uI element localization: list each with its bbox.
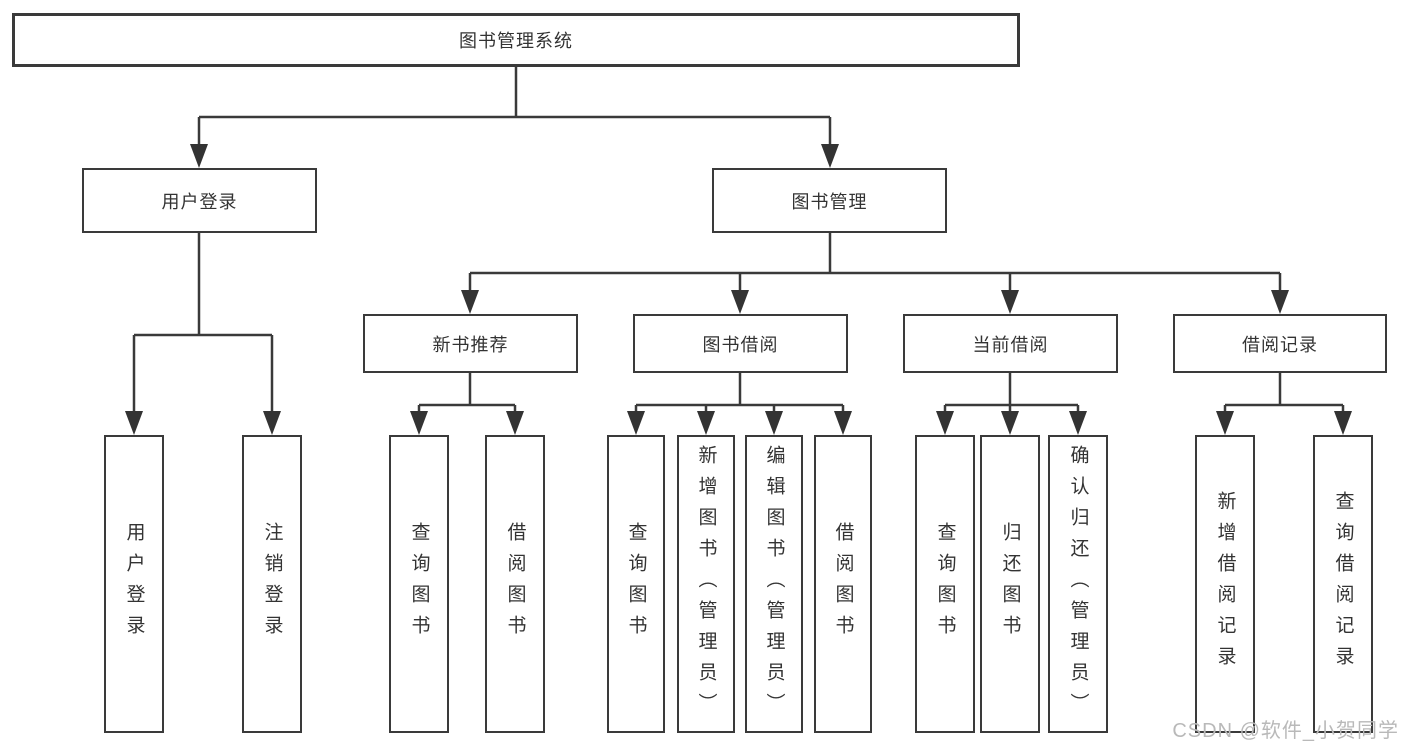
node-borrowing-records: 借阅记录 [1173, 314, 1387, 373]
arrow-down-icon [125, 411, 143, 435]
leaf-add-books-admin: 新增图书（管理员） [677, 435, 735, 733]
arrow-down-icon [834, 411, 852, 435]
csdn-watermark: CSDN @软件_小贺同学 [1172, 720, 1399, 742]
leaf-return-books: 归还图书 [980, 435, 1040, 733]
leaf-borrow-books: 借阅图书 [814, 435, 872, 733]
leaf-borrow-books-recommend: 借阅图书 [485, 435, 545, 733]
arrow-down-icon [410, 411, 428, 435]
arrow-down-icon [263, 411, 281, 435]
arrow-down-icon [1271, 290, 1289, 314]
leaf-confirm-return-admin: 确认归还（管理员） [1048, 435, 1108, 733]
arrow-down-icon [697, 411, 715, 435]
leaf-logout: 注销登录 [242, 435, 302, 733]
node-library-management-system: 图书管理系统 [12, 13, 1020, 67]
node-book-management: 图书管理 [712, 168, 947, 233]
arrow-down-icon [1334, 411, 1352, 435]
arrow-down-icon [506, 411, 524, 435]
arrow-down-icon [1216, 411, 1234, 435]
leaf-user-login: 用户登录 [104, 435, 164, 733]
arrow-down-icon [731, 290, 749, 314]
arrow-down-icon [1001, 411, 1019, 435]
node-user-login: 用户登录 [82, 168, 317, 233]
arrow-down-icon [765, 411, 783, 435]
node-book-borrowing: 图书借阅 [633, 314, 848, 373]
arrow-down-icon [1001, 290, 1019, 314]
leaf-add-borrow-record: 新增借阅记录 [1195, 435, 1255, 733]
arrow-down-icon [627, 411, 645, 435]
arrow-down-icon [190, 144, 208, 168]
leaf-query-books-recommend: 查询图书 [389, 435, 449, 733]
arrow-down-icon [461, 290, 479, 314]
leaf-edit-books-admin: 编辑图书（管理员） [745, 435, 803, 733]
arrow-down-icon [821, 144, 839, 168]
tree-edges [132, 67, 1345, 417]
leaf-query-borrow-record: 查询借阅记录 [1313, 435, 1373, 733]
arrow-down-icons [125, 144, 1352, 435]
leaf-query-books-borrow: 查询图书 [607, 435, 665, 733]
leaf-query-books-current: 查询图书 [915, 435, 975, 733]
node-current-borrowing: 当前借阅 [903, 314, 1118, 373]
arrow-down-icon [936, 411, 954, 435]
arrow-down-icon [1069, 411, 1087, 435]
node-new-book-recommend: 新书推荐 [363, 314, 578, 373]
